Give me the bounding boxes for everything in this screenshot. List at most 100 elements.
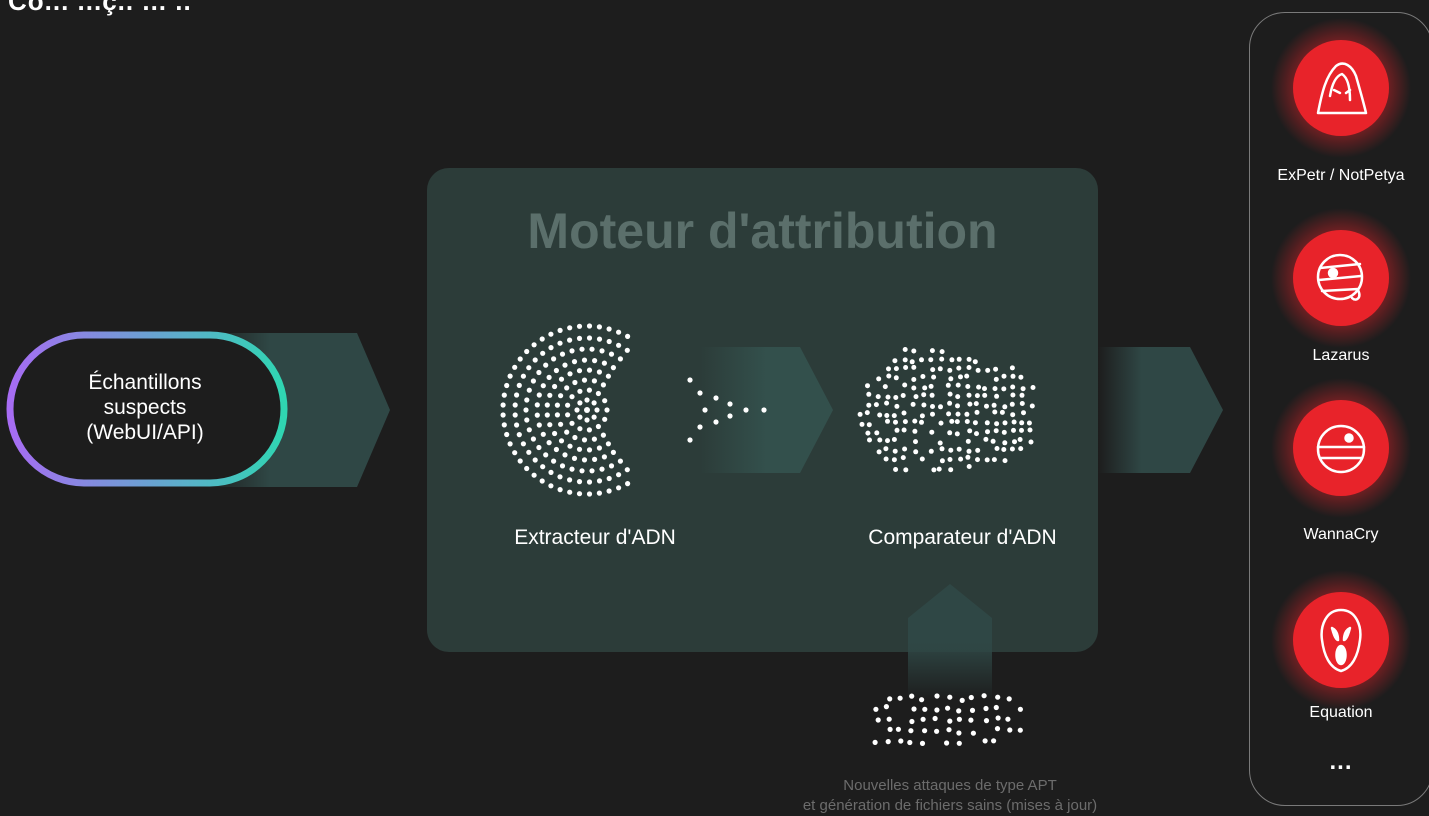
dna-dot — [567, 371, 573, 377]
dna-dot — [928, 383, 934, 389]
dna-dot — [995, 715, 1001, 721]
dna-dot — [1002, 440, 1008, 446]
dna-dot — [1001, 373, 1007, 379]
dna-dot — [530, 378, 537, 384]
dna-dot — [972, 420, 978, 426]
scream-mask-icon — [1320, 608, 1362, 673]
dna-dot — [876, 376, 882, 382]
dna-dot — [546, 440, 552, 446]
dna-dot — [975, 457, 980, 463]
dna-dot — [920, 374, 926, 379]
dna-dot — [994, 393, 1000, 399]
dna-dot — [544, 412, 550, 418]
dna-dot — [891, 437, 897, 442]
dna-dot — [1030, 385, 1036, 390]
dna-dot — [540, 431, 546, 437]
dna-dot — [966, 392, 972, 398]
dna-dot — [697, 390, 703, 396]
dna-dot — [982, 738, 988, 744]
dna-dot — [990, 438, 996, 444]
dna-dot — [934, 707, 940, 713]
dna-dot — [1010, 412, 1016, 418]
dna-dot — [586, 427, 593, 433]
dna-dot — [595, 390, 602, 397]
dna-dot — [553, 367, 560, 374]
dna-dot — [983, 436, 989, 442]
input-line-1: Échantillons — [88, 371, 202, 394]
dna-dot — [1010, 392, 1016, 398]
dna-dot — [606, 475, 612, 482]
dna-dot — [1026, 420, 1032, 426]
dna-dot — [586, 387, 593, 393]
dna-dot — [947, 391, 953, 397]
dna-dot — [574, 407, 580, 413]
dna-dot — [507, 373, 513, 379]
dna-dot — [994, 421, 1000, 427]
dna-dot — [948, 467, 954, 473]
dna-dot — [624, 347, 630, 353]
dna-dot — [866, 391, 872, 397]
dna-dot — [536, 422, 542, 428]
dna-dot — [930, 404, 935, 409]
dna-dot — [548, 469, 554, 475]
dna-dot — [596, 478, 603, 484]
dna-dot — [939, 458, 945, 464]
dna-dot — [501, 392, 507, 398]
dna-dot — [912, 428, 918, 434]
dna-dot — [902, 419, 908, 425]
dna-dot — [903, 467, 909, 473]
dna-dot — [1019, 427, 1024, 433]
dna-dot — [512, 450, 518, 456]
dna-dot — [966, 464, 972, 469]
dna-dot — [540, 383, 546, 389]
updates-caption-line-2: et génération de fichiers sains (mises à… — [802, 797, 1098, 814]
dna-dot — [892, 448, 898, 454]
dna-dot — [945, 705, 951, 711]
dna-dot — [591, 400, 597, 406]
dna-dot — [965, 454, 971, 460]
dna-dot — [947, 457, 953, 462]
dna-dot — [944, 740, 950, 746]
dna-dot — [577, 388, 583, 394]
dna-dot — [579, 346, 585, 352]
input-samples-label[interactable]: Échantillons suspects (WebUI/API) — [40, 370, 250, 445]
dna-dot — [993, 376, 999, 382]
dna-dot — [939, 446, 945, 452]
dna-dot — [567, 443, 573, 449]
dna-dot — [543, 452, 549, 458]
threat-icon-4 — [1271, 570, 1411, 710]
dna-dot — [584, 407, 590, 413]
dna-dot — [895, 726, 902, 732]
dna-dot — [584, 397, 590, 403]
dna-dot — [893, 419, 898, 425]
dna-dot — [956, 365, 962, 371]
dna-dot — [608, 463, 615, 469]
dna-dot — [984, 420, 990, 426]
dna-dot — [985, 429, 990, 435]
dna-dot — [571, 359, 578, 365]
dna-dot — [934, 693, 940, 699]
dna-dot — [540, 464, 546, 470]
extractor-dna-icon — [500, 323, 767, 497]
dna-dot — [949, 418, 955, 424]
dna-dot — [956, 740, 962, 746]
dna-dot — [624, 467, 630, 473]
dna-dot — [558, 376, 565, 382]
dna-dot — [955, 411, 961, 417]
dna-dot — [571, 455, 578, 461]
dna-dot — [910, 401, 916, 407]
dna-dot — [937, 366, 943, 372]
dna-dot — [524, 417, 530, 423]
dna-dot — [558, 393, 564, 399]
dna-dot — [523, 407, 529, 413]
dna-dot — [600, 432, 607, 438]
dna-dot — [1002, 458, 1008, 464]
dna-dot — [995, 694, 1001, 700]
dna-dot — [1012, 439, 1017, 445]
dna-dot — [554, 412, 561, 418]
dna-dot — [552, 383, 558, 390]
dna-dot — [929, 429, 935, 435]
dna-dot — [592, 456, 598, 462]
dna-dot — [552, 430, 558, 437]
dna-dot — [981, 693, 987, 699]
